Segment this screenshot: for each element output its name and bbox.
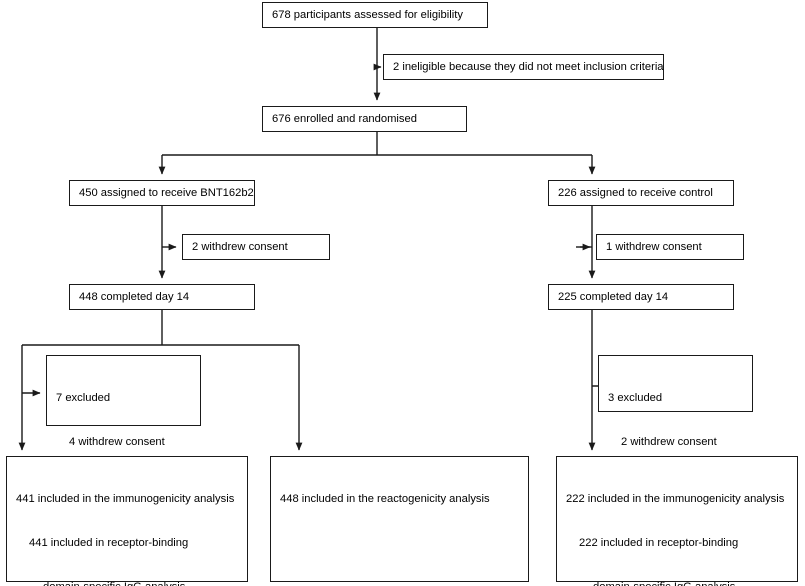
node-enrolled-randomised: 676 enrolled and randomised — [262, 106, 467, 132]
node-completed-day14-vaccine: 448 completed day 14 — [69, 284, 255, 310]
node-ineligible-label: 2 ineligible because they did not meet i… — [393, 60, 664, 73]
node-excluded-control: 3 excluded 2 withdrew consent 1 absence … — [598, 355, 755, 492]
node-reactogenicity-label: 448 included in the reactogenicity analy… — [280, 493, 490, 506]
node-immunogenicity-control: 222 included in the immunogenicity analy… — [556, 456, 798, 586]
node-ineligible: 2 ineligible because they did not meet i… — [383, 54, 664, 80]
node-immunogenicity-control-header: 222 included in the immunogenicity analy… — [566, 493, 785, 506]
node-participants-assessed: 678 participants assessed for eligibilit… — [262, 2, 488, 28]
node-day14-control-label: 225 completed day 14 — [558, 290, 669, 303]
node-assigned-control: 226 assigned to receive control — [548, 180, 734, 206]
node-withdrew-control-label: 1 withdrew consent — [606, 240, 702, 253]
node-excluded-control-header: 3 excluded — [608, 392, 663, 405]
node-withdrew-consent-control: 1 withdrew consent — [596, 234, 744, 260]
node-withdrew-vaccine-label: 2 withdrew consent — [192, 240, 288, 253]
node-assessed-label: 678 participants assessed for eligibilit… — [272, 8, 463, 21]
node-immunogenicity-vaccine: 441 included in the immunogenicity analy… — [6, 456, 248, 586]
node-assigned-vaccine-label: 450 assigned to receive BNT162b2 — [79, 186, 254, 199]
node-assigned-vaccine: 450 assigned to receive BNT162b2 — [69, 180, 255, 206]
node-immunogenicity-vaccine-line-1: domain-specific IgG analysis — [16, 580, 238, 586]
node-reactogenicity: 448 included in the reactogenicity analy… — [270, 456, 529, 582]
node-immunogenicity-vaccine-line-0: 441 included in receptor-binding — [29, 536, 189, 549]
node-assigned-control-label: 226 assigned to receive control — [558, 186, 713, 199]
node-immunogenicity-control-line-1: domain-specific IgG analysis — [566, 580, 788, 586]
node-completed-day14-control: 225 completed day 14 — [548, 284, 734, 310]
node-excluded-vaccine: 7 excluded 4 withdrew consent 2 visits o… — [46, 355, 203, 536]
node-withdrew-consent-vaccine: 2 withdrew consent — [182, 234, 330, 260]
node-excluded-vaccine-header: 7 excluded — [56, 392, 111, 405]
node-immunogenicity-control-line-0: 222 included in receptor-binding — [579, 536, 739, 549]
node-day14-vaccine-label: 448 completed day 14 — [79, 290, 190, 303]
node-excluded-vaccine-item-0: 4 withdrew consent — [69, 435, 165, 448]
node-enrolled-label: 676 enrolled and randomised — [272, 112, 417, 125]
node-excluded-control-item-0: 2 withdrew consent — [621, 435, 717, 448]
node-immunogenicity-vaccine-header: 441 included in the immunogenicity analy… — [16, 493, 235, 506]
